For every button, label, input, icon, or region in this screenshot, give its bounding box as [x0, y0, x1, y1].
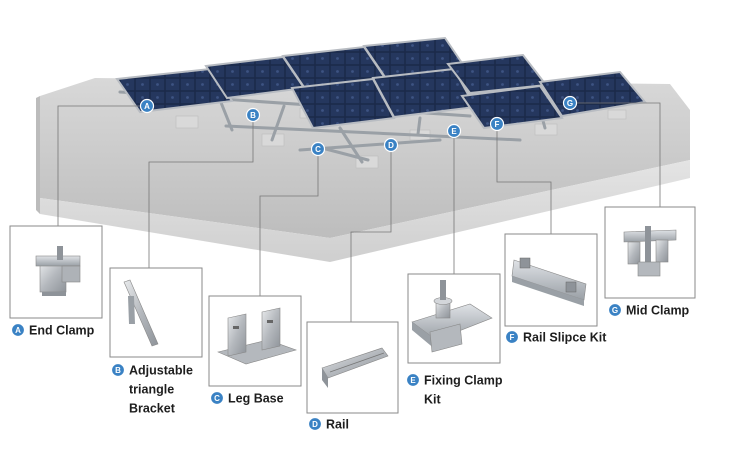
caption-d-line-1: Rail: [326, 418, 349, 432]
svg-text:C: C: [315, 145, 321, 154]
svg-text:E: E: [451, 127, 457, 136]
caption-badge-f: F: [504, 329, 520, 345]
svg-text:B: B: [115, 366, 121, 375]
rail-splice-icon: [511, 257, 587, 306]
svg-text:A: A: [144, 102, 150, 111]
fixing-clamp-icon: [411, 280, 493, 353]
diagram-badge-a: A: [139, 98, 155, 114]
svg-text:E: E: [410, 376, 416, 385]
caption-a-line-1: End Clamp: [29, 324, 95, 338]
caption-badge-a: A: [10, 322, 26, 338]
leg-base-icon: [217, 307, 297, 365]
end-clamp-box: [9, 225, 103, 319]
diagram-badge-b: B: [245, 107, 261, 123]
diagram-badge-g: G: [562, 95, 578, 111]
leader-lines: [57, 102, 661, 322]
caption-e-line-2: Kit: [424, 393, 442, 407]
mid-clamp-icon: [623, 226, 677, 277]
caption-f-line-1: Rail Slipce Kit: [523, 331, 607, 345]
svg-text:F: F: [510, 333, 515, 342]
caption-e-line-1: Fixing Clamp: [424, 374, 503, 388]
caption-badge-c: C: [209, 390, 225, 406]
rail-splice-box: [504, 233, 598, 327]
svg-text:D: D: [312, 420, 318, 429]
component-boxes: [9, 206, 696, 414]
diagram-badges: A B C D E F G: [139, 95, 578, 157]
caption-b-line-3: Bracket: [129, 402, 176, 416]
caption-badge-b: B: [110, 362, 126, 378]
caption-badge-g: G: [607, 302, 623, 318]
diagram-badge-d: D: [383, 137, 399, 153]
caption-g-line-1: Mid Clamp: [626, 304, 690, 318]
svg-text:B: B: [250, 111, 256, 120]
diagram-badge-f: F: [489, 116, 505, 132]
rail-icon: [321, 347, 389, 388]
svg-text:F: F: [495, 120, 500, 129]
caption-b-line-1: Adjustable: [129, 364, 193, 378]
end-clamp-icon: [35, 246, 81, 296]
mid-clamp-box: [604, 206, 696, 299]
diagram-badge-e: E: [446, 123, 462, 139]
svg-text:A: A: [15, 326, 21, 335]
solar-panel: [460, 84, 564, 130]
triangle-bracket-box: [109, 267, 203, 358]
rail-box: [306, 321, 399, 414]
svg-text:D: D: [388, 141, 394, 150]
caption-badge-d: D: [307, 416, 323, 432]
caption-b-line-2: triangle: [129, 383, 174, 397]
leg-base-box: [208, 295, 302, 387]
diagram-badge-c: C: [310, 141, 326, 157]
fixing-clamp-box: [407, 273, 501, 364]
svg-text:G: G: [567, 99, 573, 108]
caption-c-line-1: Leg Base: [228, 392, 284, 406]
svg-text:C: C: [214, 394, 220, 403]
caption-badge-e: E: [405, 372, 421, 388]
svg-text:G: G: [612, 306, 618, 315]
triangle-bracket-icon: [123, 279, 159, 347]
